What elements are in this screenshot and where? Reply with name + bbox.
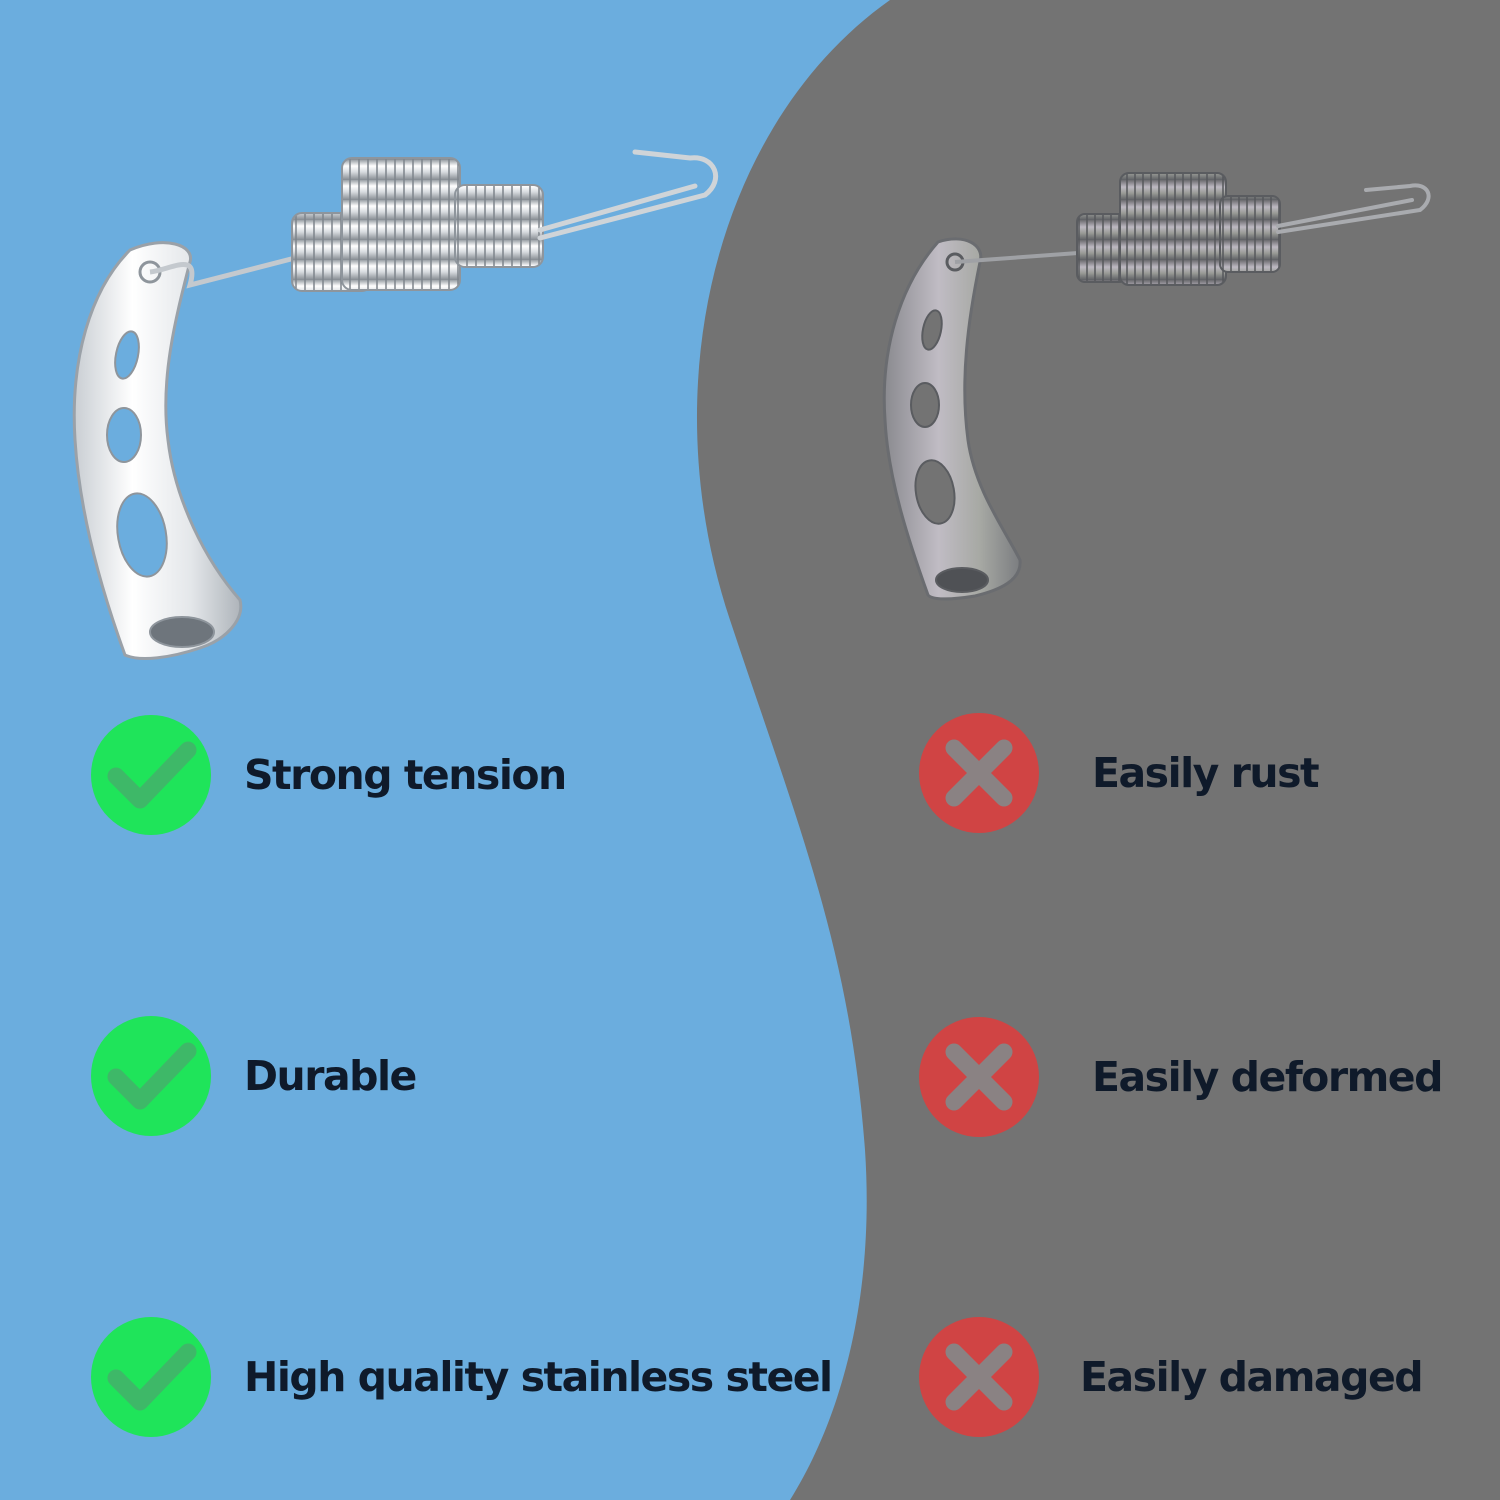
cross-icon bbox=[919, 713, 1039, 833]
pro-label: High quality stainless steel bbox=[244, 1353, 833, 1401]
pro-item-stainless-steel: High quality stainless steel bbox=[90, 1316, 833, 1438]
cross-icon bbox=[919, 1317, 1039, 1437]
con-item-easily-deformed: Easily deformed bbox=[918, 1016, 1443, 1138]
check-icon bbox=[91, 715, 211, 835]
con-label: Easily damaged bbox=[1080, 1353, 1424, 1401]
stainless-spring-bracket bbox=[72, 149, 719, 661]
pro-item-durable: Durable bbox=[90, 1015, 417, 1137]
check-icon bbox=[91, 1317, 211, 1437]
pro-label: Strong tension bbox=[244, 751, 567, 799]
rusty-spring-bracket bbox=[882, 172, 1431, 601]
con-label: Easily deformed bbox=[1092, 1053, 1443, 1101]
con-item-easily-rust: Easily rust bbox=[918, 712, 1320, 834]
pro-item-strong-tension: Strong tension bbox=[90, 714, 567, 836]
check-icon bbox=[91, 1016, 211, 1136]
pro-label: Durable bbox=[244, 1052, 417, 1100]
con-label: Easily rust bbox=[1092, 749, 1320, 797]
con-item-easily-damaged: Easily damaged bbox=[918, 1316, 1424, 1438]
cross-icon bbox=[919, 1017, 1039, 1137]
